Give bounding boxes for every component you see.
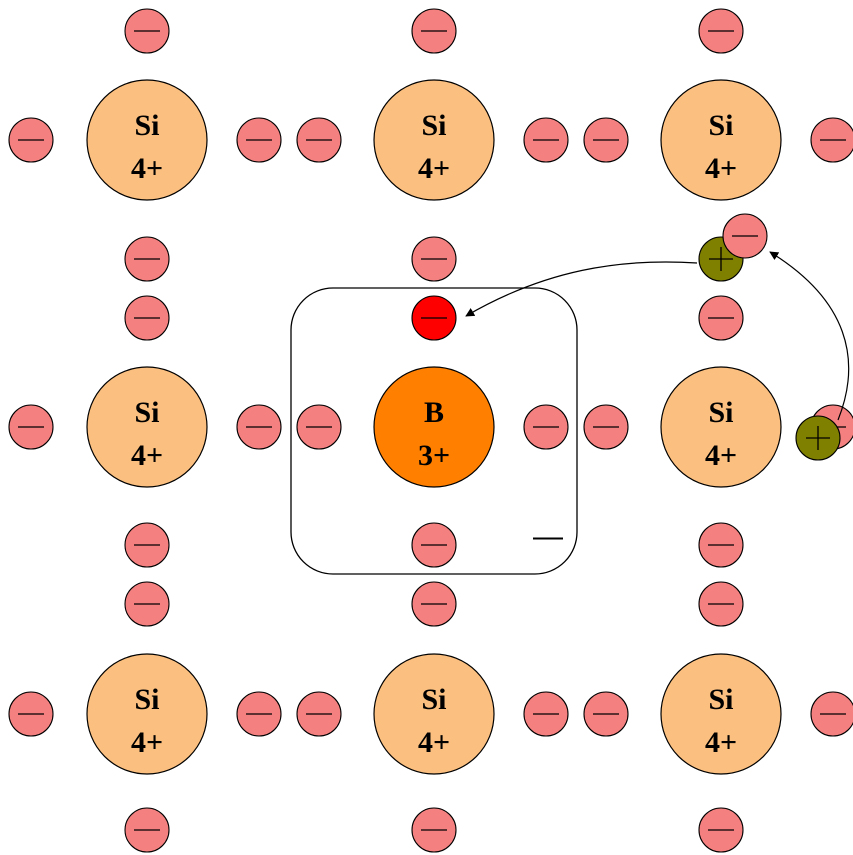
atom-charge: 4+	[131, 152, 163, 185]
bond-electron	[124, 807, 170, 853]
atom-charge: 4+	[705, 152, 737, 185]
silicon-atom: Si 4+	[86, 653, 208, 775]
bond-electron	[236, 404, 282, 450]
atom-symbol: Si	[134, 109, 159, 142]
silicon-atom: Si 4+	[373, 79, 495, 201]
bond-electron	[8, 117, 54, 163]
bond-electron	[583, 117, 629, 163]
silicon-atom: Si 4+	[660, 653, 782, 775]
silicon-atom: Si 4+	[86, 79, 208, 201]
bond-electron	[698, 295, 744, 341]
bond-electron	[583, 404, 629, 450]
acceptor-net-charge: —	[533, 520, 563, 553]
bond-electron	[583, 691, 629, 737]
bond-electron	[698, 8, 744, 54]
bond-electron	[124, 236, 170, 282]
bond-electron	[810, 691, 853, 737]
atom-symbol: Si	[708, 109, 733, 142]
bond-electron	[698, 807, 744, 853]
bond-electron	[411, 807, 457, 853]
bond-electron	[296, 117, 342, 163]
bond-electron	[236, 117, 282, 163]
atom-symbol: Si	[134, 396, 159, 429]
bond-electron	[411, 8, 457, 54]
bond-electron	[698, 581, 744, 627]
atom-symbol: Si	[134, 683, 159, 716]
bond-electron	[124, 295, 170, 341]
atom-symbol: B	[424, 396, 444, 429]
bond-electron	[411, 522, 457, 568]
captured-electron	[411, 295, 457, 341]
silicon-atom: Si 4+	[373, 653, 495, 775]
hole-migration-arrow	[769, 251, 850, 421]
atom-charge: 4+	[131, 439, 163, 472]
atom-symbol: Si	[421, 683, 446, 716]
acceptor-box	[290, 287, 578, 575]
electron-transfer-arrow	[465, 261, 698, 317]
bond-electron	[296, 404, 342, 450]
bond-electron	[124, 8, 170, 54]
silicon-atom: Si 4+	[660, 366, 782, 488]
bond-electron	[810, 117, 853, 163]
bond-electron	[523, 404, 569, 450]
boron-atom: B 3+	[373, 366, 495, 488]
bond-electron	[523, 691, 569, 737]
atom-symbol: Si	[708, 683, 733, 716]
atom-charge: 4+	[418, 726, 450, 759]
atom-charge: 4+	[131, 726, 163, 759]
bond-electron	[124, 581, 170, 627]
atom-charge: 4+	[705, 439, 737, 472]
bond-electron	[8, 691, 54, 737]
bond-electron	[8, 404, 54, 450]
atom-charge: 4+	[418, 152, 450, 185]
bond-electron	[124, 522, 170, 568]
migrating-electron	[722, 213, 768, 259]
bond-electron	[698, 522, 744, 568]
bond-electron	[296, 691, 342, 737]
atom-charge: 4+	[705, 726, 737, 759]
bond-electron	[236, 691, 282, 737]
bond-electron	[411, 236, 457, 282]
atom-symbol: Si	[708, 396, 733, 429]
bond-electron	[523, 117, 569, 163]
silicon-atom: Si 4+	[86, 366, 208, 488]
bond-electron	[411, 581, 457, 627]
hole-new-position	[795, 415, 841, 461]
atom-charge: 3+	[418, 439, 450, 472]
atom-symbol: Si	[421, 109, 446, 142]
silicon-atom: Si 4+	[660, 79, 782, 201]
